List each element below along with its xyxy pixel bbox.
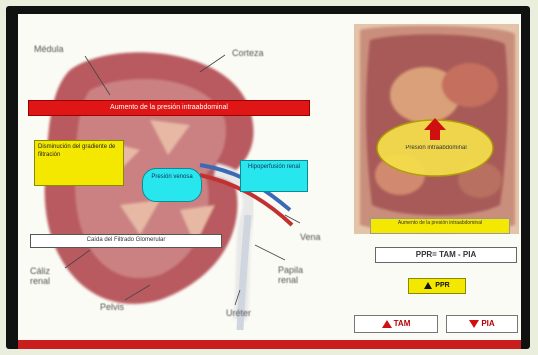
label-cortex: Corteza — [232, 48, 264, 58]
formula-ppr: PPR= TAM - PIA — [375, 247, 517, 263]
ellipse-label-intraabdominal: Presión intraabdominal — [400, 145, 472, 152]
abdomen-note: Aumento de la presión intraabdominal — [370, 218, 510, 234]
red-box-abdominal-pressure: Aumento de la presión intraabdominal — [28, 100, 310, 116]
cyan-box-renal-hypoperfusion: Hipoperfusión renal — [240, 160, 308, 192]
ppr-indicator: PPR — [408, 278, 466, 294]
down-arrow-icon — [469, 320, 479, 328]
pia-indicator: PIA — [446, 315, 518, 333]
up-arrow-icon — [424, 282, 432, 289]
yellow-box-filtration-gradient: Disminución del gradiente de filtración — [34, 140, 124, 186]
pia-label: PIA — [481, 319, 494, 328]
label-calyx: Cáliz renal — [30, 266, 60, 286]
label-renal-papilla: Papila renal — [278, 265, 318, 285]
tam-indicator: TAM — [354, 315, 438, 333]
label-medulla: Médula — [34, 44, 64, 54]
label-ureter: Uréter — [226, 308, 251, 318]
cyan-ellipse-venous-pressure: Presión venosa — [142, 168, 202, 202]
tam-label: TAM — [394, 319, 411, 328]
up-arrow-icon — [382, 320, 392, 328]
ppr-label: PPR — [435, 282, 449, 289]
white-box-gfr-drop: Caída del Filtrado Glomerular — [30, 234, 222, 248]
label-pelvis: Pelvis — [100, 302, 124, 312]
label-vein: Vena — [300, 232, 321, 242]
